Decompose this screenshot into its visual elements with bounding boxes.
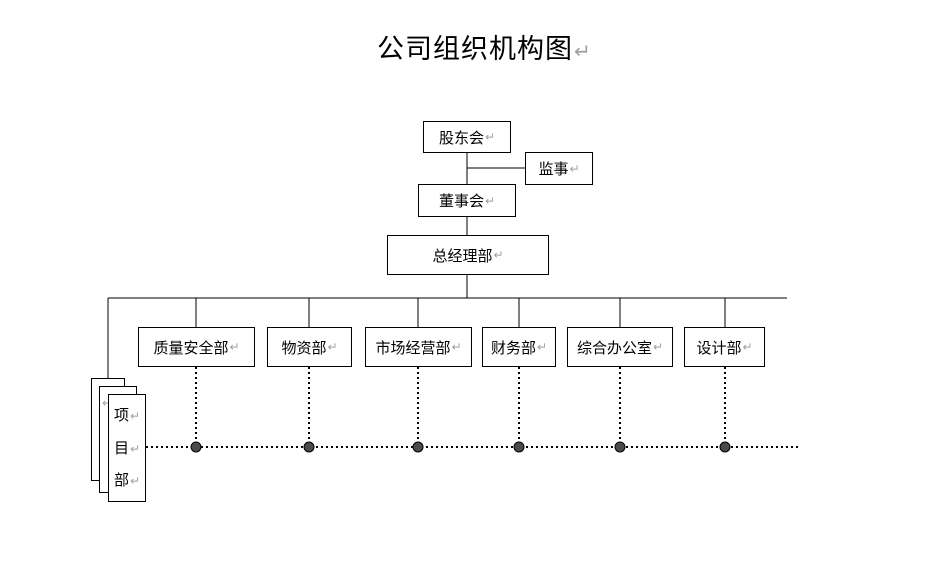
dept-label: 市场经营部	[375, 338, 451, 357]
junction-dot-4	[513, 441, 525, 453]
shareholders-box: 股东会↵	[423, 121, 511, 153]
general-manager-box: 总经理部↵	[387, 235, 549, 275]
paragraph-mark: ↵	[327, 340, 338, 354]
paragraph-mark: ↵	[742, 340, 753, 354]
dept-label: 设计部	[696, 338, 742, 357]
paragraph-mark: ↵	[102, 396, 112, 410]
supervisor-box: 监事↵	[525, 152, 593, 185]
junction-dot-6	[719, 441, 731, 453]
dept-label: 质量安全部	[153, 338, 229, 357]
junction-dot-2	[303, 441, 315, 453]
general-manager-label: 总经理部	[432, 246, 493, 265]
paragraph-mark: ↵	[536, 340, 548, 354]
junction-dot-1	[190, 441, 202, 453]
shareholders-label: 股东会	[438, 128, 484, 147]
paragraph-mark: ↵	[493, 248, 504, 262]
supervisor-label: 监事	[538, 160, 569, 178]
title-text: 公司组织机构图	[377, 34, 573, 65]
paragraph-mark: ↵	[574, 39, 592, 63]
board-label: 董事会	[438, 192, 484, 210]
project-char-2: 目↵	[113, 439, 141, 457]
project-dept-box: 项↵ 目↵ 部↵	[108, 394, 146, 502]
junction-dot-3	[412, 441, 424, 453]
project-char-3: 部↵	[113, 471, 141, 489]
dept-design-box: 设计部↵	[684, 327, 765, 367]
paragraph-mark: ↵	[569, 161, 580, 176]
dept-finance-box: 财务部↵	[482, 327, 556, 367]
page-title: 公司组织机构图↵	[377, 30, 592, 71]
dept-quality-safety-box: 质量安全部↵	[138, 327, 255, 367]
dept-label: 财务部	[490, 338, 536, 357]
dept-label: 物资部	[281, 338, 327, 357]
dept-marketing-box: 市场经营部↵	[365, 327, 472, 367]
paragraph-mark: ↵	[484, 193, 496, 208]
paragraph-mark: ↵	[652, 340, 664, 354]
paragraph-mark: ↵	[229, 340, 240, 354]
board-box: 董事会↵	[418, 184, 516, 217]
project-char-1: 项↵	[113, 406, 141, 424]
dept-label: 综合办公室	[576, 338, 652, 357]
paragraph-mark: ↵	[484, 130, 496, 144]
dept-general-office-box: 综合办公室↵	[567, 327, 673, 367]
junction-dot-5	[614, 441, 626, 453]
paragraph-mark: ↵	[451, 340, 462, 354]
dept-materials-box: 物资部↵	[267, 327, 352, 367]
